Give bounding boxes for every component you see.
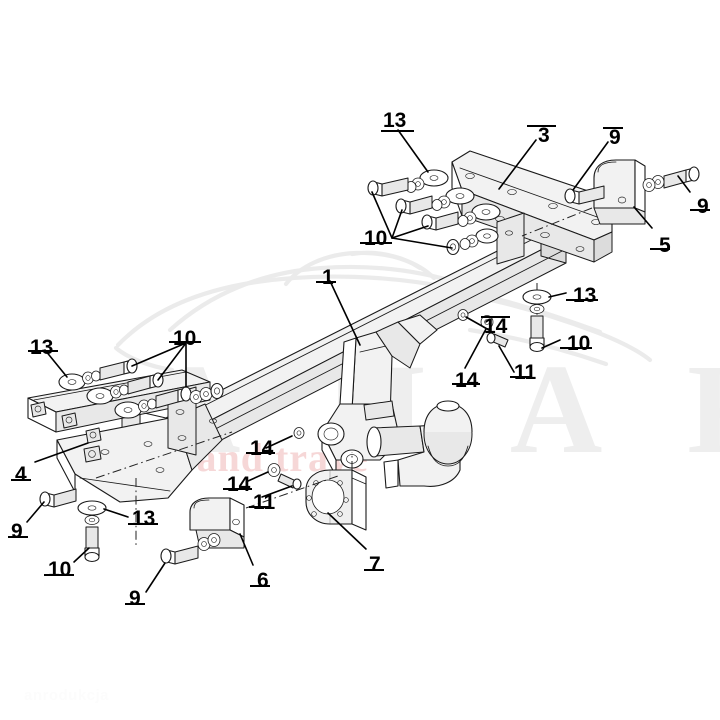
- callout-9-bottom-left: 9: [11, 520, 23, 543]
- callout-1: 1: [322, 266, 334, 289]
- callout-9-upper-right: 9: [609, 126, 621, 149]
- callout-13-left: 13: [30, 336, 54, 359]
- callout-7: 7: [369, 553, 381, 576]
- fastener-bolt-9-left: [39, 488, 77, 508]
- fastener-group-14-11-centre: [267, 427, 305, 490]
- watermark-corner-text: anrodukcja: [24, 687, 110, 704]
- callout-13-bottom-left: 13: [132, 507, 156, 530]
- callout-10-upper: 10: [364, 227, 388, 250]
- callout-13-upper-left: 13: [383, 109, 407, 132]
- fastener-group-14-11-right: [457, 309, 509, 348]
- part-socket-plate: [305, 469, 367, 531]
- callout-14-centre-lower: 14: [227, 473, 251, 496]
- crossbar-right-bracket-plate: [496, 212, 525, 265]
- callout-14-right-upper: 14: [484, 315, 508, 338]
- callout-5: 5: [659, 234, 671, 257]
- fastener-group-upper-left: [367, 169, 501, 256]
- callout-10-right: 10: [567, 332, 591, 355]
- fastener-group-left-vertical: [77, 500, 107, 563]
- callout-9-bottom: 9: [129, 587, 141, 610]
- callout-6: 6: [257, 569, 269, 592]
- callout-9-far-right: 9: [697, 195, 709, 218]
- callout-10-bottom-left: 10: [48, 558, 72, 581]
- callout-13-right: 13: [573, 284, 597, 307]
- callout-10-left: 10: [173, 327, 197, 350]
- fastener-group-left-upper: [58, 358, 224, 419]
- callout-14-centre-upper: 14: [250, 437, 274, 460]
- leader-lines: [8, 125, 710, 605]
- callout-11-centre: 11: [253, 491, 276, 514]
- fastener-group-right-vertical: [522, 289, 552, 353]
- towball-assembly: [317, 314, 473, 489]
- callout-14-right-lower: 14: [455, 369, 479, 392]
- callout-11-right: 11: [514, 361, 537, 384]
- fastener-bolt-9-bracket6: [160, 533, 221, 565]
- fastener-group-right-9: [564, 166, 700, 205]
- nuts-left-plate: [30, 401, 102, 463]
- callout-3: 3: [538, 124, 550, 147]
- callout-4: 4: [15, 463, 27, 486]
